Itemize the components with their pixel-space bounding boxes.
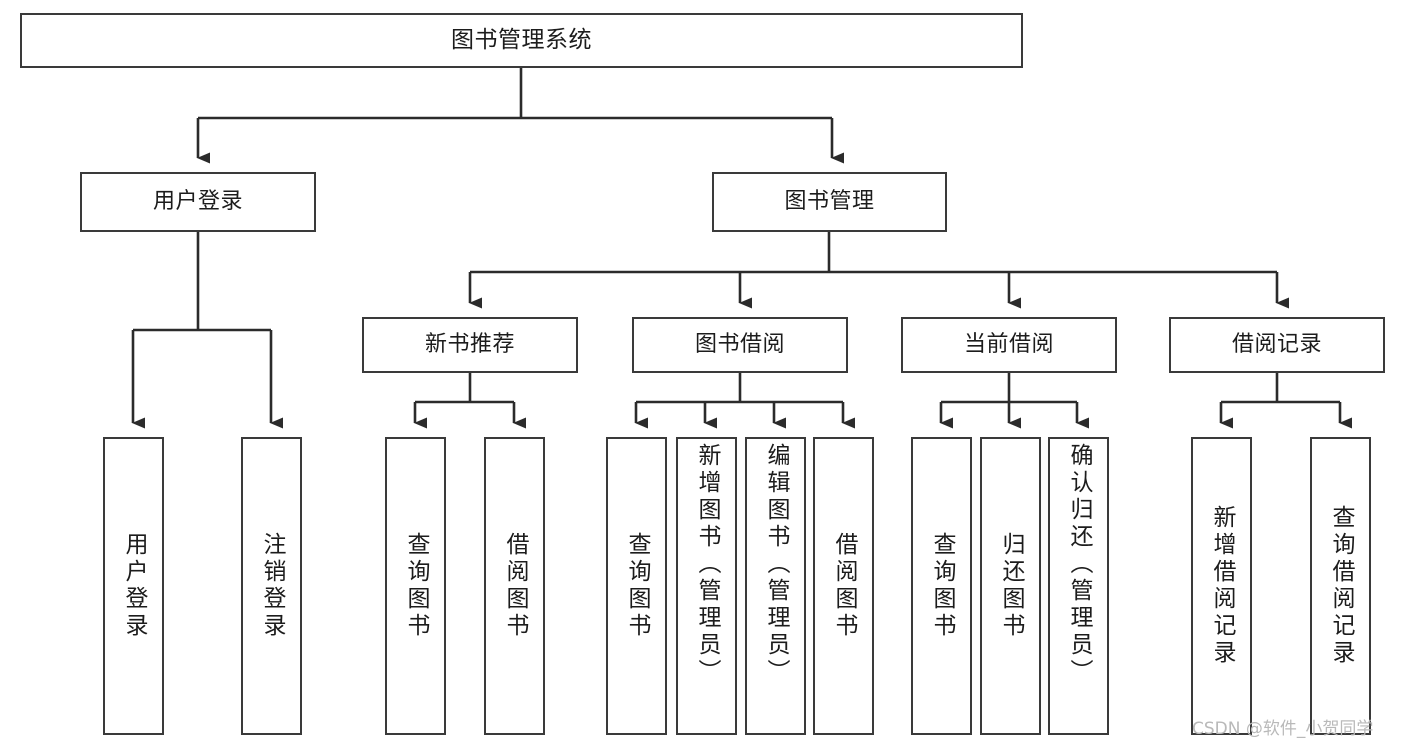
- node-label: 查询图书: [929, 532, 955, 640]
- node-label: 新增图书（管理员）: [694, 443, 720, 686]
- node-label: 用户登录: [121, 532, 147, 640]
- leaf-user-login-signout[interactable]: 注销登录: [241, 437, 302, 735]
- node-user-login[interactable]: 用户登录: [80, 172, 316, 232]
- node-system-root[interactable]: 图书管理系统: [20, 13, 1023, 68]
- leaf-user-login-signin[interactable]: 用户登录: [103, 437, 164, 735]
- leaf-current-confirm-return-admin[interactable]: 确认归还（管理员）: [1048, 437, 1109, 735]
- node-current-borrow[interactable]: 当前借阅: [901, 317, 1117, 373]
- node-book-management[interactable]: 图书管理: [712, 172, 947, 232]
- node-label: 新书推荐: [424, 332, 515, 358]
- node-label: 注销登录: [259, 532, 285, 640]
- node-label: 用户登录: [152, 189, 243, 215]
- node-label: 借阅记录: [1231, 332, 1322, 358]
- leaf-recommend-borrow-book[interactable]: 借阅图书: [484, 437, 545, 735]
- node-borrow-record[interactable]: 借阅记录: [1169, 317, 1385, 373]
- node-label: 归还图书: [998, 532, 1024, 640]
- leaf-current-query-book[interactable]: 查询图书: [911, 437, 972, 735]
- leaf-recommend-query-book[interactable]: 查询图书: [385, 437, 446, 735]
- node-label: 当前借阅: [963, 332, 1054, 358]
- node-new-book-recommend[interactable]: 新书推荐: [362, 317, 578, 373]
- node-label: 查询图书: [403, 532, 429, 640]
- node-label: 编辑图书（管理员）: [763, 443, 789, 686]
- node-label: 图书借阅: [694, 332, 785, 358]
- leaf-borrow-borrow-book[interactable]: 借阅图书: [813, 437, 874, 735]
- node-label: 确认归还（管理员）: [1066, 443, 1092, 686]
- leaf-borrow-query-book[interactable]: 查询图书: [606, 437, 667, 735]
- node-book-borrow[interactable]: 图书借阅: [632, 317, 848, 373]
- node-label: 借阅图书: [502, 532, 528, 640]
- leaf-record-add-record[interactable]: 新增借阅记录: [1191, 437, 1252, 735]
- node-label: 借阅图书: [831, 532, 857, 640]
- node-label: 查询图书: [624, 532, 650, 640]
- csdn-watermark: CSDN @软件_小贺同学: [1192, 719, 1374, 739]
- leaf-borrow-add-book-admin[interactable]: 新增图书（管理员）: [676, 437, 737, 735]
- leaf-borrow-edit-book-admin[interactable]: 编辑图书（管理员）: [745, 437, 806, 735]
- leaf-current-return-book[interactable]: 归还图书: [980, 437, 1041, 735]
- node-label: 查询借阅记录: [1328, 505, 1354, 667]
- node-label: 新增借阅记录: [1209, 505, 1235, 667]
- leaf-record-query-record[interactable]: 查询借阅记录: [1310, 437, 1371, 735]
- node-label: 图书管理: [784, 189, 875, 215]
- node-label: 图书管理系统: [451, 26, 592, 53]
